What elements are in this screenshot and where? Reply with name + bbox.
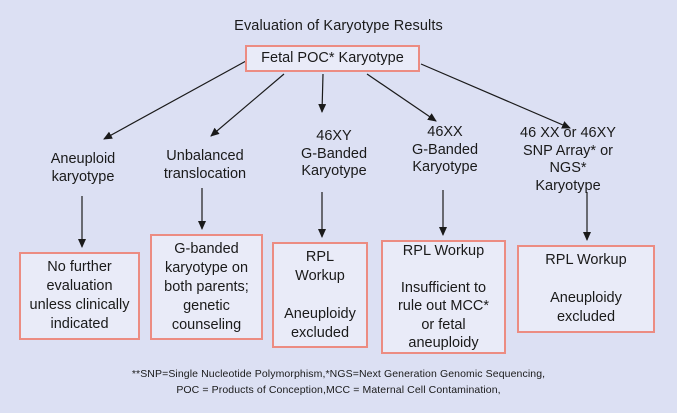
root-node: Fetal POC* Karyotype [245, 45, 420, 72]
arrow-root-to-branch-5 [420, 63, 571, 129]
branch-label-46xx: 46XX G-Banded Karyotype [411, 124, 479, 175]
outcome-box-no-further-evaluation: No further evaluation unless clinically … [19, 252, 140, 340]
arrow-root-to-branch-2 [210, 73, 285, 137]
arrow-root-to-branch-4 [366, 73, 437, 122]
outcome-box-rpl-workup-insufficient: RPL Workup Insufficient to rule out MCC*… [381, 240, 506, 354]
outcome-box-rpl-workup-1: RPL Workup Aneuploidy excluded [272, 242, 368, 348]
outcome-box-parental-karyotype: G-banded karyotype on both parents; gene… [150, 234, 263, 340]
arrow-root-to-branch-1 [103, 60, 247, 140]
branch-label-snp-ngs: 46 XX or 46XY SNP Array* or NGS* Karyoty… [520, 125, 616, 194]
outcome-box-rpl-workup-2: RPL Workup Aneuploidy excluded [517, 245, 655, 333]
root-node-label: Fetal POC* Karyotype [261, 50, 404, 66]
arrow-root-to-branch-3 [318, 73, 327, 113]
branch-label-46xy: 46XY G-Banded Karyotype [300, 128, 368, 179]
footnote-line-1: **SNP=Single Nucleotide Polymorphism,*NG… [131, 368, 546, 380]
branch-label-aneuploid: Aneuploid karyotype [50, 151, 116, 185]
footnote-line-2: POC = Products of Conception,MCC = Mater… [176, 384, 501, 396]
diagram-title: Evaluation of Karyotype Results [234, 18, 443, 34]
branch-label-unbalanced-translocation: Unbalanced translocation [163, 148, 247, 182]
